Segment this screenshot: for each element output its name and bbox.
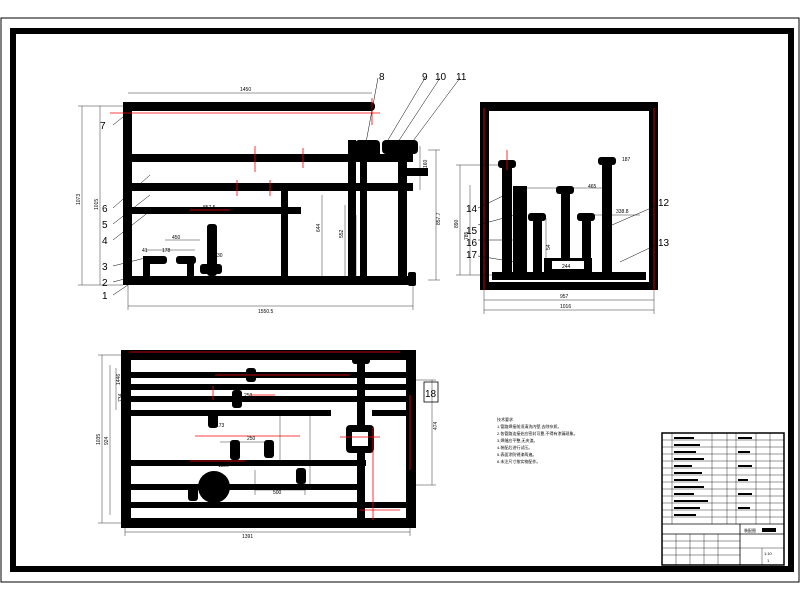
title-block: 装配图 1:10 1 [661,432,785,566]
side-dim-span-1: 465 [588,184,597,190]
top-dim-span-3: 500 [273,490,282,496]
front-dim-offset: 41 [142,248,148,254]
top-dim-span-6: 315 [270,384,279,390]
callout-9: 9 [422,72,428,83]
front-dim-pipe-height: 30 [217,253,223,259]
side-dim-small-2: 21 [520,214,526,220]
notes-line-3: 3.焊缝应平整,无夹渣。 [497,437,537,443]
callout-2: 2 [102,278,108,289]
callout-17: 17 [466,250,478,261]
notes-line-4: 4.装配后进行试压。 [497,444,532,450]
top-dim-inner-depth: 924 [104,436,110,445]
front-view: 1450 1550.5 1073 1015 857.7 160 857.5 45… [76,72,467,315]
notes-line-5: 5.表面涂防锈漆两遍。 [497,451,536,457]
notes-line-2: 2.各管路连接处应密封可靠,不得有渗漏现象。 [497,430,577,436]
top-dim-d1: 1446 [116,374,122,385]
side-dim-span-2: 338.8 [616,209,629,215]
callout-8: 8 [379,72,385,83]
top-dim-span-1: 250 [244,393,253,399]
side-dim-small-1: 54 [546,244,552,250]
inner-border [10,28,794,572]
side-view: 957 1016 890 785 187 465 338.8 244 54 21… [454,102,670,314]
callout-1: 1 [102,291,108,302]
callout-5: 5 [102,220,108,231]
front-dim-frame-height: 1015 [94,199,100,210]
callout-14: 14 [466,204,478,215]
front-dim-bottom-width: 1550.5 [258,309,274,315]
front-dim-mid-span: 857.5 [203,205,216,211]
notes-line-6: 6.未注尺寸按实物配作。 [497,458,540,464]
top-dim-right-depth: 474 [433,421,439,430]
callout-11: 11 [456,72,467,83]
front-dim-right-height: 857.7 [436,212,442,225]
side-dim-top-pipe: 187 [622,157,631,163]
callout-4: 4 [102,236,108,247]
callout-16: 16 [466,238,478,249]
callout-10: 10 [435,72,447,83]
callout-13: 13 [658,238,670,249]
side-dim-height-2: 785 [464,231,470,240]
technical-notes: 技术要求 1.管路焊接前须清洗内壁,去除杂质。 2.各管路连接处应密封可靠,不得… [497,416,577,464]
side-dim-span-3: 244 [562,264,571,270]
callout-7: 7 [100,121,106,132]
title-block-scale: 1:10 [764,551,773,556]
front-dim-small-pipe: 178 [162,248,171,254]
callout-12: 12 [658,198,670,209]
callout-3: 3 [102,262,108,273]
top-dim-bottom-width: 1391 [242,534,253,540]
front-dim-top-width: 1450 [240,87,251,93]
front-dim-overall-height: 1073 [76,194,82,205]
front-dim-inner-4: 230 [361,191,367,200]
side-dim-inner-width: 957 [560,294,569,300]
top-dim-d2: 734 [118,393,124,402]
callout-15: 15 [466,226,478,237]
callout-18: 18 [425,389,437,400]
front-dim-inner-2: 552 [339,229,345,238]
top-view: 1391 1035 924 1446 734 474 250 250 500 1… [96,350,439,540]
front-dim-tank-height: 160 [423,159,429,168]
front-dim-inner-3: 258 [350,246,356,255]
top-dim-span-5: 1120 [218,463,229,469]
front-dim-inner-1: 644 [316,223,322,232]
side-dim-height-1: 890 [454,219,460,228]
top-dim-span-2: 250 [247,436,256,442]
top-dim-span-4: 173 [216,423,225,429]
title-block-sheet: 1 [767,558,770,563]
outer-border [0,17,800,583]
notes-line-1: 1.管路焊接前须清洗内壁,去除杂质。 [497,423,561,429]
side-dim-bottom-width: 1016 [560,304,571,310]
notes-title: 技术要求 [497,416,513,422]
title-block-drawing-title: 装配图 [744,527,756,533]
front-dim-left-pipe: 450 [172,235,181,241]
callout-6: 6 [102,204,108,215]
top-dim-overall-depth: 1035 [96,434,102,445]
